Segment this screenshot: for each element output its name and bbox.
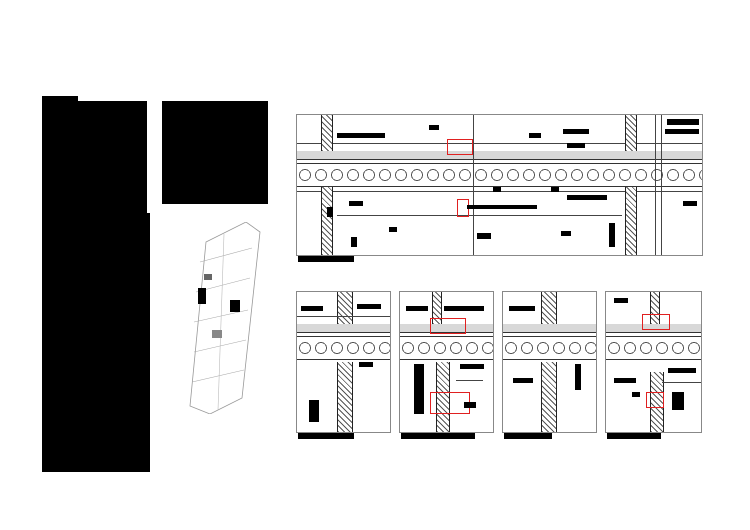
section-a-caption bbox=[298, 256, 354, 262]
key-plan-marker bbox=[230, 300, 240, 312]
detail-2-frame bbox=[399, 291, 494, 433]
detail-4-frame bbox=[605, 291, 702, 433]
detail-2-callout bbox=[430, 318, 466, 334]
section-a-hollowcore-slab bbox=[297, 163, 702, 187]
section-a-wall-right bbox=[625, 115, 637, 151]
section-a-upper-slab bbox=[297, 151, 702, 160]
detail-3-caption bbox=[504, 433, 552, 439]
detail-3-frame bbox=[502, 291, 597, 433]
key-plan bbox=[189, 222, 261, 414]
section-a-wall-left bbox=[321, 115, 333, 151]
left-notes-block bbox=[42, 101, 147, 213]
detail-1-frame bbox=[296, 291, 391, 433]
left-notes-block-lower bbox=[42, 213, 150, 472]
detail-1-caption bbox=[298, 433, 354, 439]
detail-2-caption bbox=[401, 433, 475, 439]
section-a-frame bbox=[296, 114, 703, 256]
detail-4-callout bbox=[646, 392, 664, 408]
general-notes-block bbox=[162, 101, 268, 204]
key-plan-marker bbox=[198, 288, 206, 304]
section-a-callout bbox=[447, 139, 473, 155]
detail-4-callout bbox=[642, 314, 670, 330]
left-notes-header bbox=[42, 96, 78, 102]
detail-4-caption bbox=[607, 433, 661, 439]
section-a-wall-left-lower bbox=[321, 187, 333, 255]
section-a-wall-right-lower bbox=[625, 187, 637, 255]
